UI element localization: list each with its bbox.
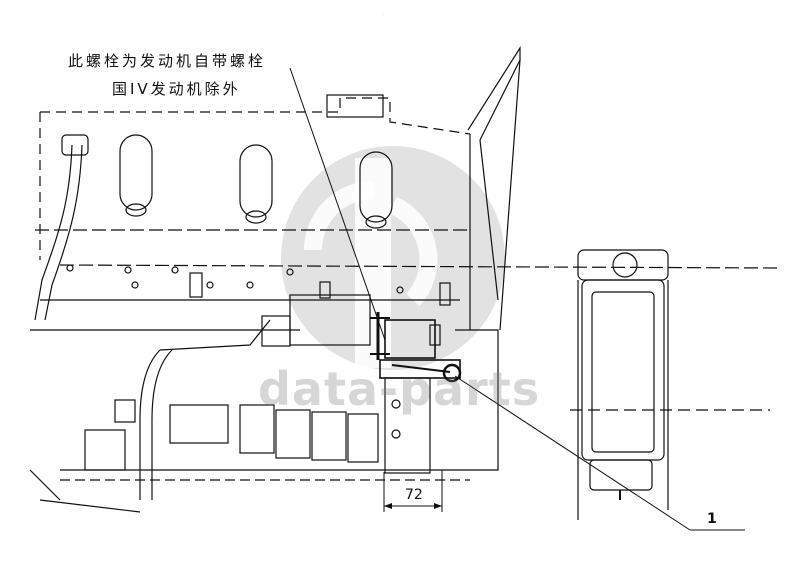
corner-mark: · — [382, 12, 384, 19]
cylinder-slots — [119, 134, 393, 229]
block-bolts — [66, 264, 451, 306]
dimension-label: 72 — [405, 487, 423, 503]
fuel-injection-pump — [29, 319, 470, 513]
engine-head-outline — [30, 94, 781, 331]
annotation-line-2: 国IV发动机除外 — [112, 80, 241, 98]
fuel-filter — [570, 249, 770, 520]
callout-number-1: 1 — [707, 511, 717, 527]
annotation-line-1: 此螺栓为发动机自带螺栓 — [68, 52, 267, 70]
callout-1-leader — [454, 375, 745, 531]
dimension-72 — [383, 470, 443, 512]
watermark-text: data-parts — [258, 362, 541, 416]
mounting-bracket — [261, 281, 462, 474]
watermark-logo — [281, 146, 505, 370]
right-bracket-panel — [455, 45, 521, 471]
note-leader-line — [289, 67, 386, 341]
hose — [34, 134, 89, 321]
